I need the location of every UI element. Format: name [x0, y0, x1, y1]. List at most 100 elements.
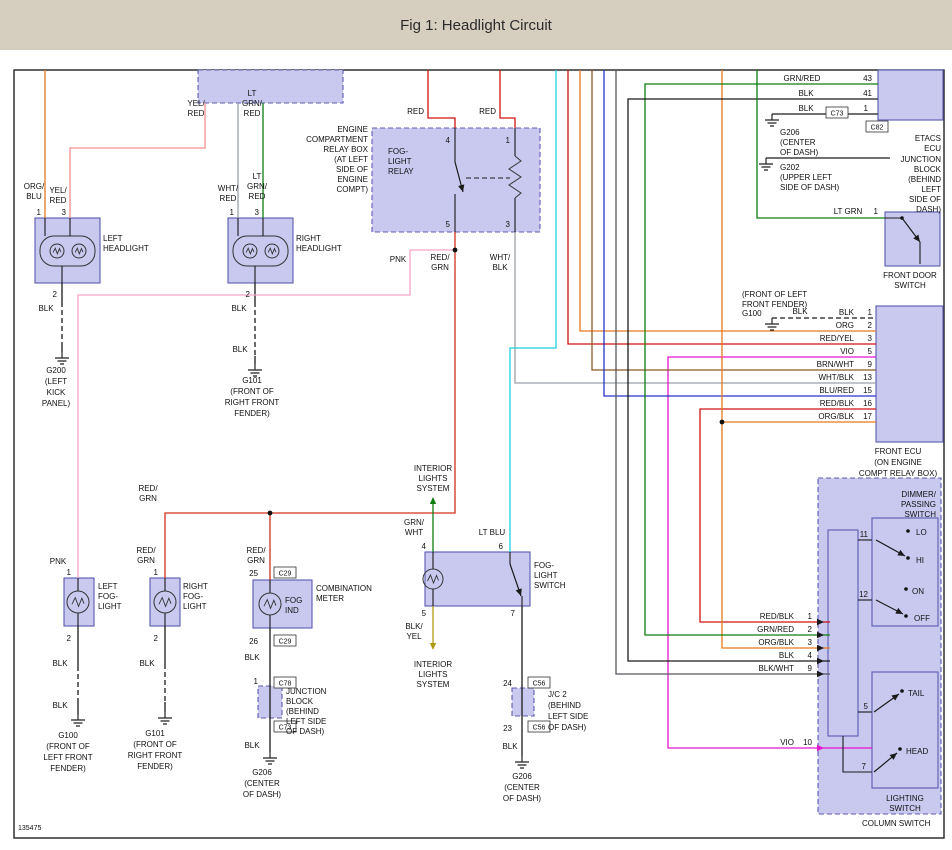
label-hi: HI	[916, 556, 924, 565]
label-1: 1	[868, 308, 873, 317]
label-j-c-2: J/C 2	[548, 690, 567, 699]
label-g202: G202	[780, 163, 800, 172]
wire-ecu-vio	[667, 356, 876, 749]
label-3: 3	[506, 220, 511, 229]
label-yel-: YEL/	[187, 99, 205, 108]
label-right: RIGHT	[183, 582, 208, 591]
relay-coil-resistor	[508, 155, 522, 199]
ground-symbol	[55, 352, 69, 365]
label-7: 7	[511, 609, 516, 618]
label-org-blk: ORG/BLK	[758, 638, 794, 647]
label-blk: BLK	[244, 653, 260, 662]
label-15: 15	[863, 386, 872, 395]
figure-title: Fig 1: Headlight Circuit	[400, 16, 552, 34]
label-g200: G200	[46, 366, 66, 375]
label-vio: VIO	[840, 347, 854, 356]
label-blk-wht: BLK/WHT	[758, 664, 794, 673]
label-13: 13	[863, 373, 872, 382]
label-junction: JUNCTION	[901, 155, 942, 164]
label-system: SYSTEM	[417, 484, 450, 493]
arrowhead	[817, 631, 824, 639]
label--upper-left: (UPPER LEFT	[780, 173, 832, 182]
junction-dot	[452, 247, 458, 253]
label--behind: (BEHIND	[548, 701, 581, 710]
label-light: LIGHT	[183, 602, 207, 611]
label-red: RED	[407, 107, 424, 116]
label-fog: FOG	[285, 596, 302, 605]
label-red-yel: RED/YEL	[820, 334, 855, 343]
label-2: 2	[154, 634, 159, 643]
label-5: 5	[864, 702, 869, 711]
label-26: 26	[249, 637, 258, 646]
bulb-filament	[71, 596, 85, 608]
label-panel-: PANEL)	[42, 399, 71, 408]
label-pnk: PNK	[390, 255, 407, 264]
label-4: 4	[422, 542, 427, 551]
label-compt-: COMPT)	[336, 185, 368, 194]
label-relay: RELAY	[388, 167, 414, 176]
jc2-box	[511, 687, 535, 717]
wire-grn-red	[644, 83, 878, 636]
engine-compartment-relay-box	[371, 127, 541, 233]
label-blk: BLK	[492, 263, 508, 272]
label-red-: RED/	[246, 546, 266, 555]
ground-symbol	[765, 318, 779, 331]
label-dimmer-: DIMMER/	[901, 490, 936, 499]
label-lights: LIGHTS	[419, 670, 448, 679]
label-17: 17	[863, 412, 872, 421]
label--front-of: (FRONT OF	[46, 742, 90, 751]
label-relay-box: RELAY BOX	[323, 145, 368, 154]
connector-tag-box	[273, 720, 297, 733]
label-6: 6	[499, 542, 504, 551]
headlight-housing	[39, 235, 96, 267]
wire-lt-blu	[509, 70, 557, 552]
wire-wht-blk	[514, 232, 876, 384]
connector-tag-box	[273, 566, 297, 579]
label-of-dash-: OF DASH)	[548, 723, 587, 732]
label-grn-: GRN/	[404, 518, 425, 527]
label-2: 2	[67, 634, 72, 643]
label-blk: BLK	[502, 742, 518, 751]
label-lt: LT	[248, 89, 257, 98]
label-24: 24	[503, 679, 512, 688]
label-light: LIGHT	[534, 571, 558, 580]
connector-tag-box	[527, 676, 551, 689]
label-front-fender-: FRONT FENDER)	[742, 300, 808, 309]
bulb-symbol	[49, 243, 65, 259]
bulb-filament	[158, 596, 172, 608]
label-grn: GRN	[137, 556, 155, 565]
label-side-of: SIDE OF	[336, 165, 368, 174]
label-red-: RED/	[136, 546, 156, 555]
label-light: LIGHT	[388, 157, 412, 166]
label-135475: 135475	[18, 825, 41, 832]
arrowhead	[429, 497, 437, 504]
label-org-: ORG/	[24, 182, 45, 191]
bulb-symbol	[153, 590, 177, 614]
connector-tag-box	[527, 720, 551, 733]
label-g206: G206	[512, 772, 532, 781]
connector-tag-c56: C56	[533, 681, 546, 688]
label-blk: BLK	[792, 307, 808, 316]
wire-red-grn	[164, 232, 456, 578]
label-9: 9	[868, 360, 873, 369]
bulb-symbol	[242, 243, 258, 259]
label-engine: ENGINE	[337, 175, 368, 184]
bulb-filament	[427, 573, 439, 585]
dimmer-passing-switch-box	[871, 517, 939, 627]
label-switch: SWITCH	[904, 510, 936, 519]
label-tail: TAIL	[908, 689, 925, 698]
label-wht: WHT	[405, 528, 423, 537]
top-connector-box	[197, 69, 344, 104]
label-switch: SWITCH	[894, 281, 926, 290]
label-5: 5	[868, 347, 873, 356]
label-switch: SWITCH	[534, 581, 566, 590]
label-grn: GRN	[247, 556, 265, 565]
label-1: 1	[67, 568, 72, 577]
label-wht-blk: WHT/BLK	[818, 373, 854, 382]
label--center: (CENTER	[504, 783, 540, 792]
label-right-front: RIGHT FRONT	[225, 398, 280, 407]
label-g100: G100	[742, 309, 762, 318]
ground-symbol	[765, 114, 779, 127]
wire-ecu-red-blk	[699, 408, 876, 623]
